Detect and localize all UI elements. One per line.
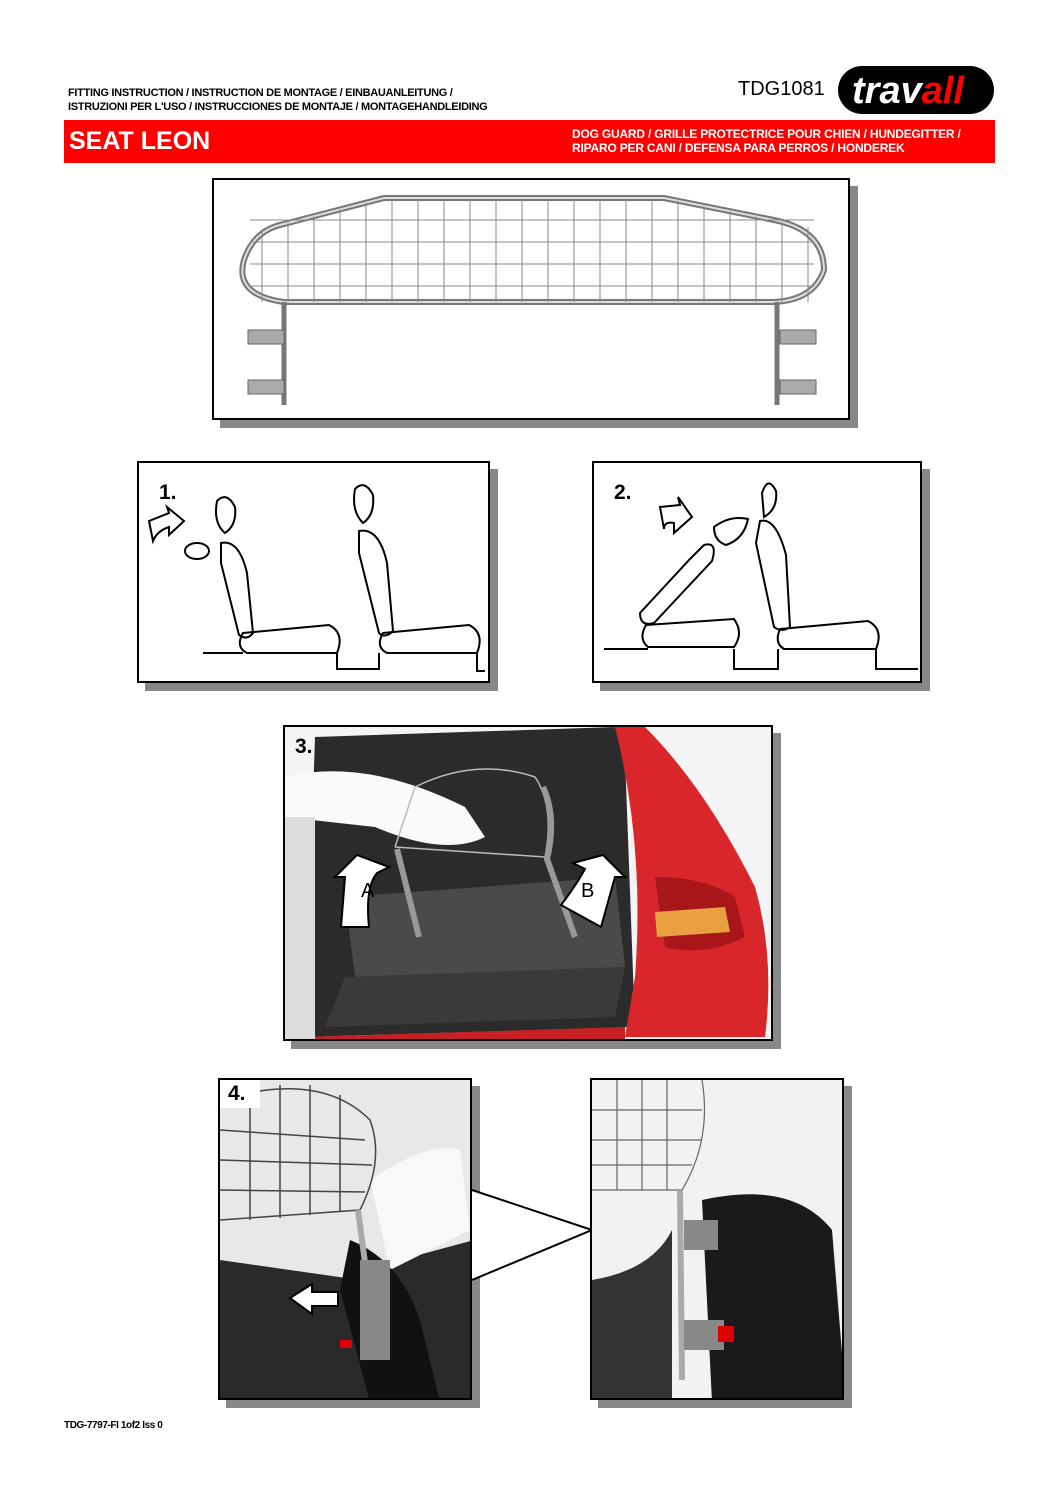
detail-callout-pointer xyxy=(471,1189,595,1281)
step-3-photo-panel: A B 3. xyxy=(283,725,773,1041)
vehicle-model: SEAT LEON xyxy=(69,127,211,155)
product-description: DOG GUARD / GRILLE PROTECTRICE POUR CHIE… xyxy=(572,127,961,155)
bracket-fitting-photo xyxy=(220,1080,470,1398)
step-4-photo-panel: 4. xyxy=(218,1078,472,1400)
step-number: 2. xyxy=(614,481,632,504)
heading-line-1: FITTING INSTRUCTION / INSTRUCTION DE MON… xyxy=(68,87,453,99)
step-number: 4. xyxy=(228,1082,246,1105)
seat-fold-illustration-2 xyxy=(604,482,918,670)
trunk-installation-photo: A B xyxy=(285,727,771,1039)
seat-fold-illustration-1 xyxy=(147,484,485,672)
dog-guard-illustration xyxy=(239,195,828,405)
step-2-panel: 2. xyxy=(592,461,922,683)
dog-guard-drawing xyxy=(212,178,850,420)
heading-line-2: ISTRUZIONI PER L'USO / INSTRUCCIONES DE … xyxy=(68,101,488,113)
product-code: TDG1081 xyxy=(738,78,825,100)
product-line-2: RIPARO PER CANI / DEFENSA PARA PERROS / … xyxy=(572,141,905,155)
step-number: 1. xyxy=(159,481,177,504)
arrow-b-label: B xyxy=(581,880,594,902)
arrow-a-label: A xyxy=(361,880,375,902)
document-reference: TDG-7797-FI 1of2 Iss 0 xyxy=(64,1420,163,1431)
bracket-detail-photo xyxy=(592,1080,842,1398)
step-number: 3. xyxy=(295,735,313,758)
step-1-panel: 1. xyxy=(137,461,490,683)
svg-text:travall: travall xyxy=(852,70,965,112)
product-line-1: DOG GUARD / GRILLE PROTECTRICE POUR CHIE… xyxy=(572,127,961,141)
fitting-instruction-heading: FITTING INSTRUCTION / INSTRUCTION DE MON… xyxy=(68,86,488,114)
title-banner: SEAT LEON DOG GUARD / GRILLE PROTECTRICE… xyxy=(64,120,995,163)
step-4-detail-photo-panel xyxy=(590,1078,844,1400)
travall-logo: travall xyxy=(838,66,994,114)
